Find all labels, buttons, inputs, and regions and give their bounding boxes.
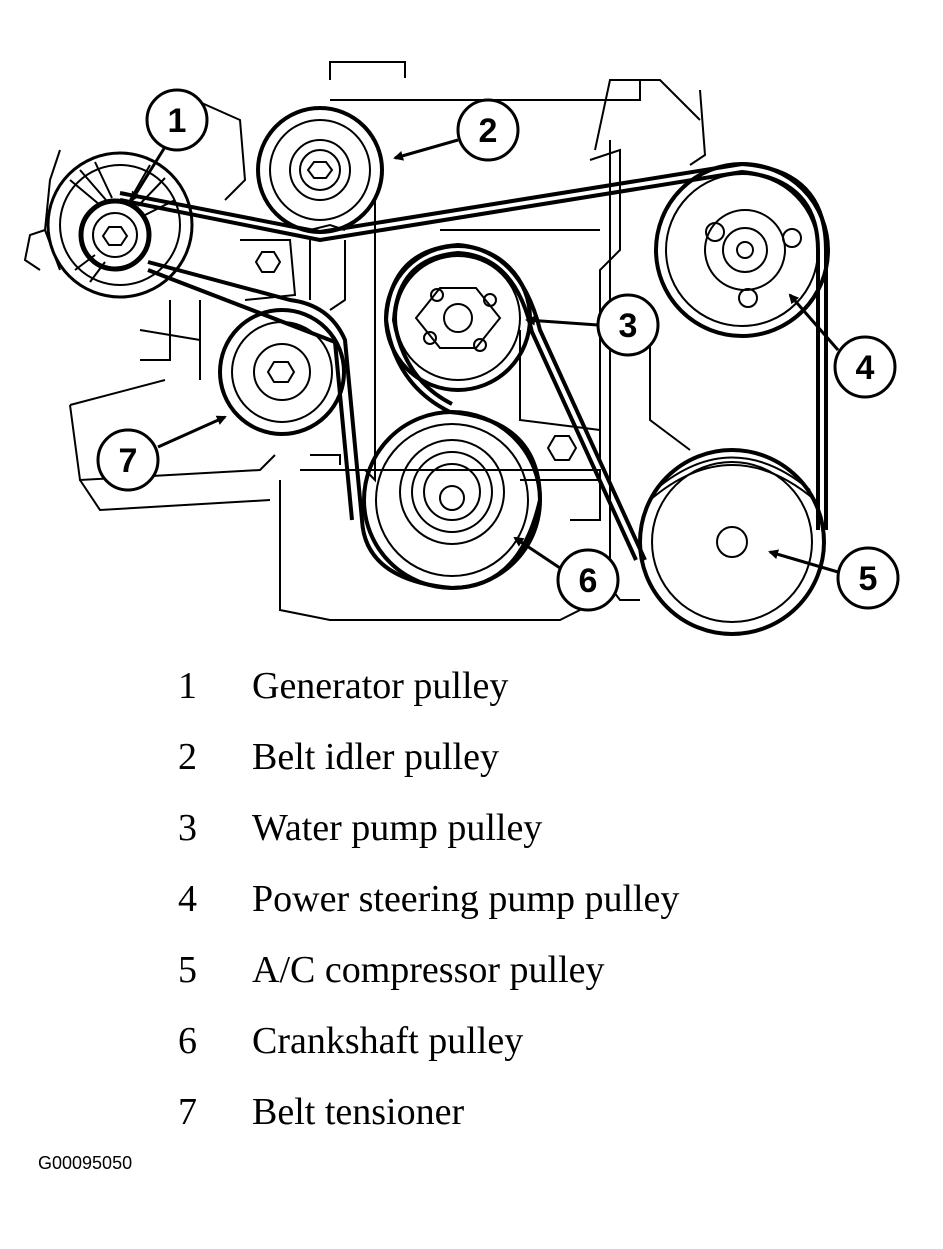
generator-pulley [46,151,194,299]
figure-id: G00095050 [38,1153,133,1173]
legend-number: 2 [178,736,197,778]
legend-number: 7 [178,1091,197,1133]
callout-arrows [130,138,840,574]
belt-tensioner [218,308,346,436]
drive-belt [119,162,828,590]
legend-number: 6 [178,1020,197,1062]
belt-routing-diagram: 1 2 3 4 5 6 7 [23,61,900,636]
legend-item: 1 Generator pulley [178,660,898,731]
legend-number: 5 [178,949,197,991]
callout-5-circle [836,546,900,610]
callout-7-circle [96,428,160,492]
callout-3-label: 3 [619,307,638,345]
callout-5-label: 5 [859,560,878,598]
legend-label: Power steering pump pulley [252,878,680,920]
legend-label: Belt tensioner [252,1091,465,1133]
legend-item: 5 A/C compressor pulley [178,944,898,1015]
callout-1-circle [145,88,209,152]
legend-label: Water pump pulley [252,807,543,849]
callout-4-circle [833,335,897,399]
callout-2-label: 2 [479,112,498,150]
legend-label: Generator pulley [252,665,509,707]
legend-number: 1 [178,665,197,707]
legend-item: 6 Crankshaft pulley [178,1015,898,1086]
ac-compressor-pulley [638,448,826,636]
bolt-hex-icon [254,251,578,461]
legend-label: Belt idler pulley [252,736,499,778]
legend-item: 2 Belt idler pulley [178,731,898,802]
legend-list: 1 Generator pulley 2 Belt idler pulley 3… [178,660,898,1157]
legend-item: 7 Belt tensioner [178,1086,898,1157]
legend-item: 3 Water pump pulley [178,802,898,873]
legend-number: 4 [178,878,197,920]
callout-1-label: 1 [168,102,187,140]
belt-idler-pulley [256,106,384,234]
legend-label: A/C compressor pulley [252,949,605,991]
legend-label: Crankshaft pulley [252,1020,524,1062]
callout-4-label: 4 [856,349,875,387]
callout-2-circle [456,98,520,162]
legend-number: 3 [178,807,197,849]
callout-6-circle [556,548,620,612]
callout-7-label: 7 [119,442,138,480]
callout-6-label: 6 [579,562,598,600]
legend-item: 4 Power steering pump pulley [178,873,898,944]
